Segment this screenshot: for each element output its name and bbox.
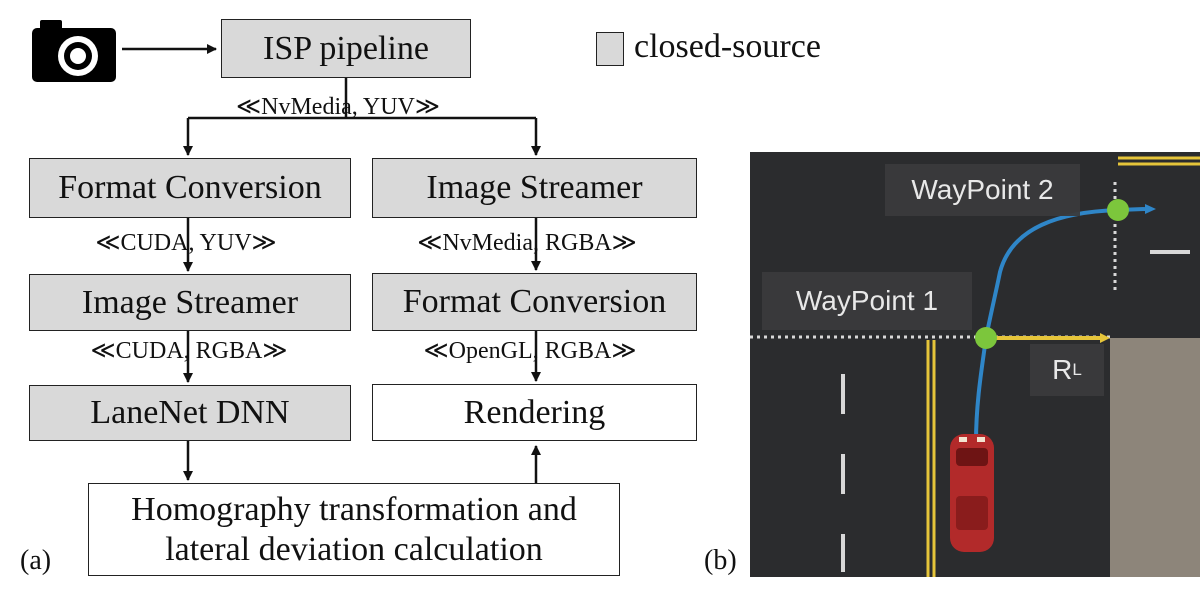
format-conversion-left-box: Format Conversion	[29, 158, 351, 218]
format-right-output-label: ≪OpenGL, RGBA≫	[423, 338, 637, 364]
lanenet-dnn-box: LaneNet DNN	[29, 385, 351, 441]
waypoint-2-marker	[1107, 199, 1129, 221]
isp-pipeline-label: ISP pipeline	[263, 29, 429, 67]
streamer-left-output-label: ≪CUDA, RGBA≫	[90, 338, 288, 364]
rendering-label: Rendering	[463, 393, 606, 431]
image-streamer-right-label: Image Streamer	[426, 169, 643, 207]
isp-pipeline-box: ISP pipeline	[221, 19, 471, 78]
waypoint-1-marker	[975, 327, 997, 349]
format-conversion-right-box: Format Conversion	[372, 273, 697, 331]
lanenet-dnn-label: LaneNet DNN	[90, 394, 290, 432]
image-streamer-left-box: Image Streamer	[29, 274, 351, 331]
connector-arrows	[122, 44, 541, 483]
sidewalk-block	[1110, 338, 1200, 577]
waypoint-2-label: WayPoint 2	[885, 164, 1080, 216]
camera-icon	[32, 16, 116, 82]
legend-closed-swatch	[596, 32, 624, 66]
legend-closed-label: closed-source	[634, 28, 821, 65]
panel-label-b: (b)	[704, 545, 737, 576]
image-streamer-right-box: Image Streamer	[372, 158, 697, 218]
isp-output-label: ≪NvMedia, YUV≫	[236, 94, 440, 120]
homography-box: Homography transformation and lateral de…	[88, 483, 620, 576]
format-conversion-left-label: Format Conversion	[58, 169, 322, 207]
homography-label-line2: lateral deviation calculation	[165, 530, 543, 568]
format-left-output-label: ≪CUDA, YUV≫	[95, 230, 277, 256]
image-streamer-left-label: Image Streamer	[81, 283, 299, 321]
vehicle	[950, 434, 994, 552]
panel-label-a: (a)	[20, 545, 52, 576]
format-conversion-right-label: Format Conversion	[402, 283, 667, 321]
waypoint-1-label: WayPoint 1	[762, 272, 972, 330]
rendering-box: Rendering	[372, 384, 697, 441]
homography-label-line1: Homography transformation and	[131, 491, 577, 529]
streamer-right-output-label: ≪NvMedia, RGBA≫	[417, 230, 637, 256]
planned-path	[974, 207, 1146, 443]
